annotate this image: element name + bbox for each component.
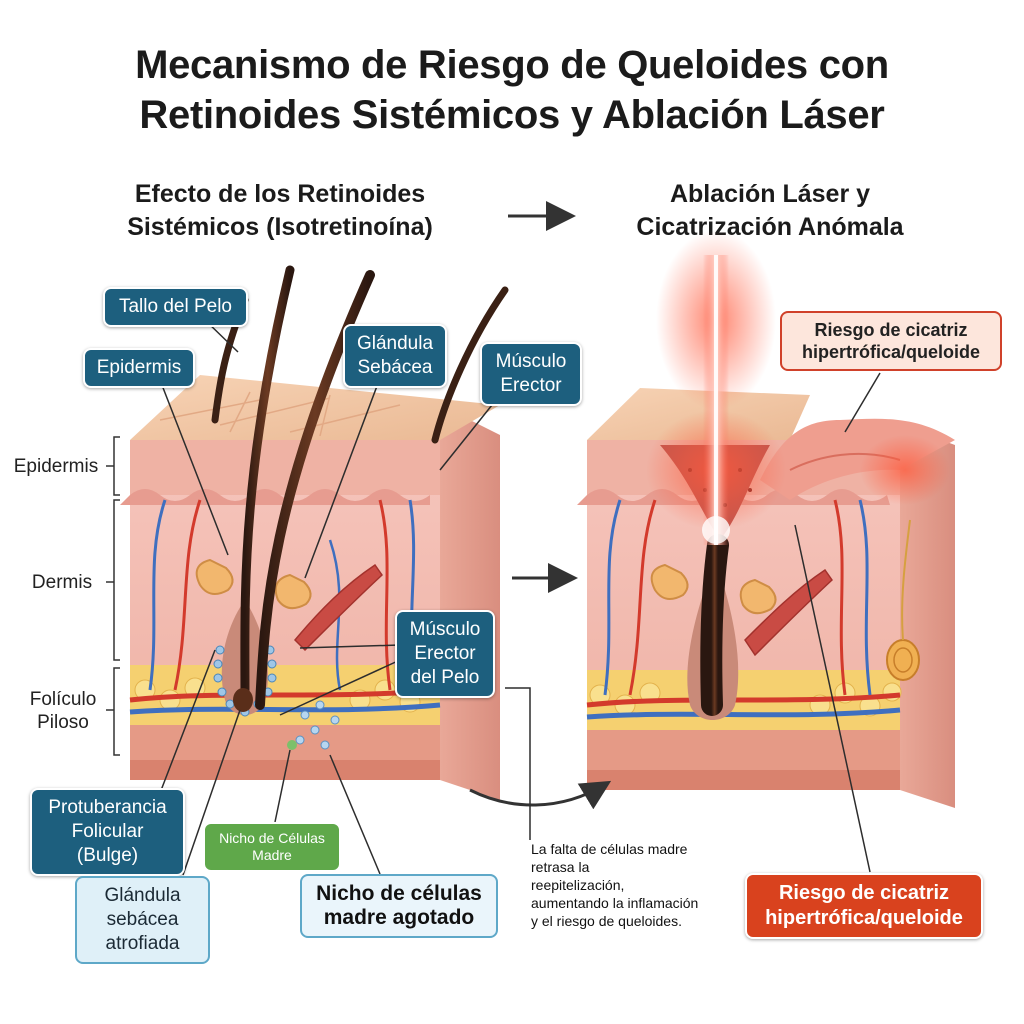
- callout-atrofiada-line-2: sebácea: [106, 909, 179, 930]
- callout-atrofiada-line-1: Glándula: [104, 885, 181, 906]
- layer-brackets: [106, 436, 120, 756]
- callout-glandula-line-2: Sebácea: [357, 357, 433, 378]
- callout-bulge-line-3: (Bulge): [76, 845, 139, 866]
- right-panel-heading: Ablación Láser y Cicatrización Anómala: [560, 178, 980, 244]
- left-heading-line-1: Efecto de los Retinoides: [134, 180, 426, 208]
- callout-musculo-pelo-line-2: Erector: [414, 643, 476, 664]
- callout-protuberancia-folicular: Protuberancia Folicular (Bulge): [30, 788, 185, 876]
- callout-bulge-line-1: Protuberancia: [48, 797, 167, 818]
- curved-arrow: [469, 780, 612, 810]
- callout-riesgo-top: Riesgo de cicatriz hipertrófica/queloide: [780, 311, 1002, 371]
- callout-nicho-small-line-2: Madre: [252, 847, 292, 863]
- title-line-1: Mecanismo de Riesgo de Queloides con: [135, 43, 889, 87]
- callout-musculo-line-1: Músculo: [495, 351, 567, 372]
- callout-musculo-line-2: Erector: [500, 375, 562, 396]
- callout-atrofiada-line-3: atrofiada: [105, 933, 180, 954]
- callout-riesgo-bottom-line-2: hipertrófica/queloide: [765, 907, 963, 929]
- callout-nicho-agotado: Nicho de células madre agotado: [300, 874, 498, 938]
- callout-tallo-del-pelo: Tallo del Pelo: [103, 287, 248, 327]
- callout-riesgo-bottom: Riesgo de cicatriz hipertrófica/queloide: [745, 873, 983, 939]
- callout-nicho-agotado-line-2: madre agotado: [323, 906, 475, 929]
- callout-glandula-line-1: Glándula: [356, 333, 434, 354]
- right-heading-line-1: Ablación Láser y: [669, 180, 871, 208]
- laser-beam: [646, 230, 786, 545]
- callout-epidermis: Epidermis: [83, 348, 195, 388]
- callout-nicho-celulas-madre: Nicho de Células Madre: [203, 822, 341, 872]
- page-title: Mecanismo de Riesgo de Queloides con Ret…: [0, 40, 1024, 140]
- callout-riesgo-bottom-line-1: Riesgo de cicatriz: [778, 882, 950, 904]
- leader-lines: [159, 319, 881, 876]
- callout-musculo-erector: Músculo Erector: [480, 342, 582, 406]
- left-heading-line-2: Sistémicos (Isotretinoína): [127, 213, 433, 241]
- title-line-2: Retinoides Sistémicos y Ablación Láser: [139, 93, 885, 137]
- side-label-foliculo-line-1: Folículo: [29, 689, 97, 710]
- side-label-dermis: Dermis: [31, 572, 93, 593]
- callout-musculo-pelo-line-3: del Pelo: [410, 667, 480, 688]
- side-label-foliculo: Folículo Piloso: [20, 688, 106, 734]
- callout-musculo-pelo-line-1: Músculo: [409, 619, 481, 640]
- side-label-epidermis: Epidermis: [13, 456, 99, 477]
- callout-riesgo-top-line-1: Riesgo de cicatriz: [814, 320, 968, 340]
- callout-riesgo-top-line-2: hipertrófica/queloide: [801, 342, 981, 362]
- callout-nicho-agotado-line-1: Nicho de células: [316, 882, 482, 905]
- explanation-note: La falta de células madre retrasa la ree…: [531, 841, 699, 929]
- left-panel-heading: Efecto de los Retinoides Sistémicos (Iso…: [60, 178, 500, 244]
- callout-nicho-small-line-1: Nicho de Células: [219, 830, 325, 846]
- side-label-foliculo-line-2: Piloso: [37, 712, 89, 733]
- callout-glandula-atrofiada: Glándula sebácea atrofiada: [75, 876, 210, 964]
- left-skin-block: [120, 265, 509, 800]
- callout-glandula-sebacea: Glándula Sebácea: [343, 324, 447, 388]
- right-heading-line-2: Cicatrización Anómala: [636, 213, 904, 241]
- callout-bulge-line-2: Folicular: [71, 821, 144, 842]
- callout-musculo-erector-del-pelo: Músculo Erector del Pelo: [395, 610, 495, 698]
